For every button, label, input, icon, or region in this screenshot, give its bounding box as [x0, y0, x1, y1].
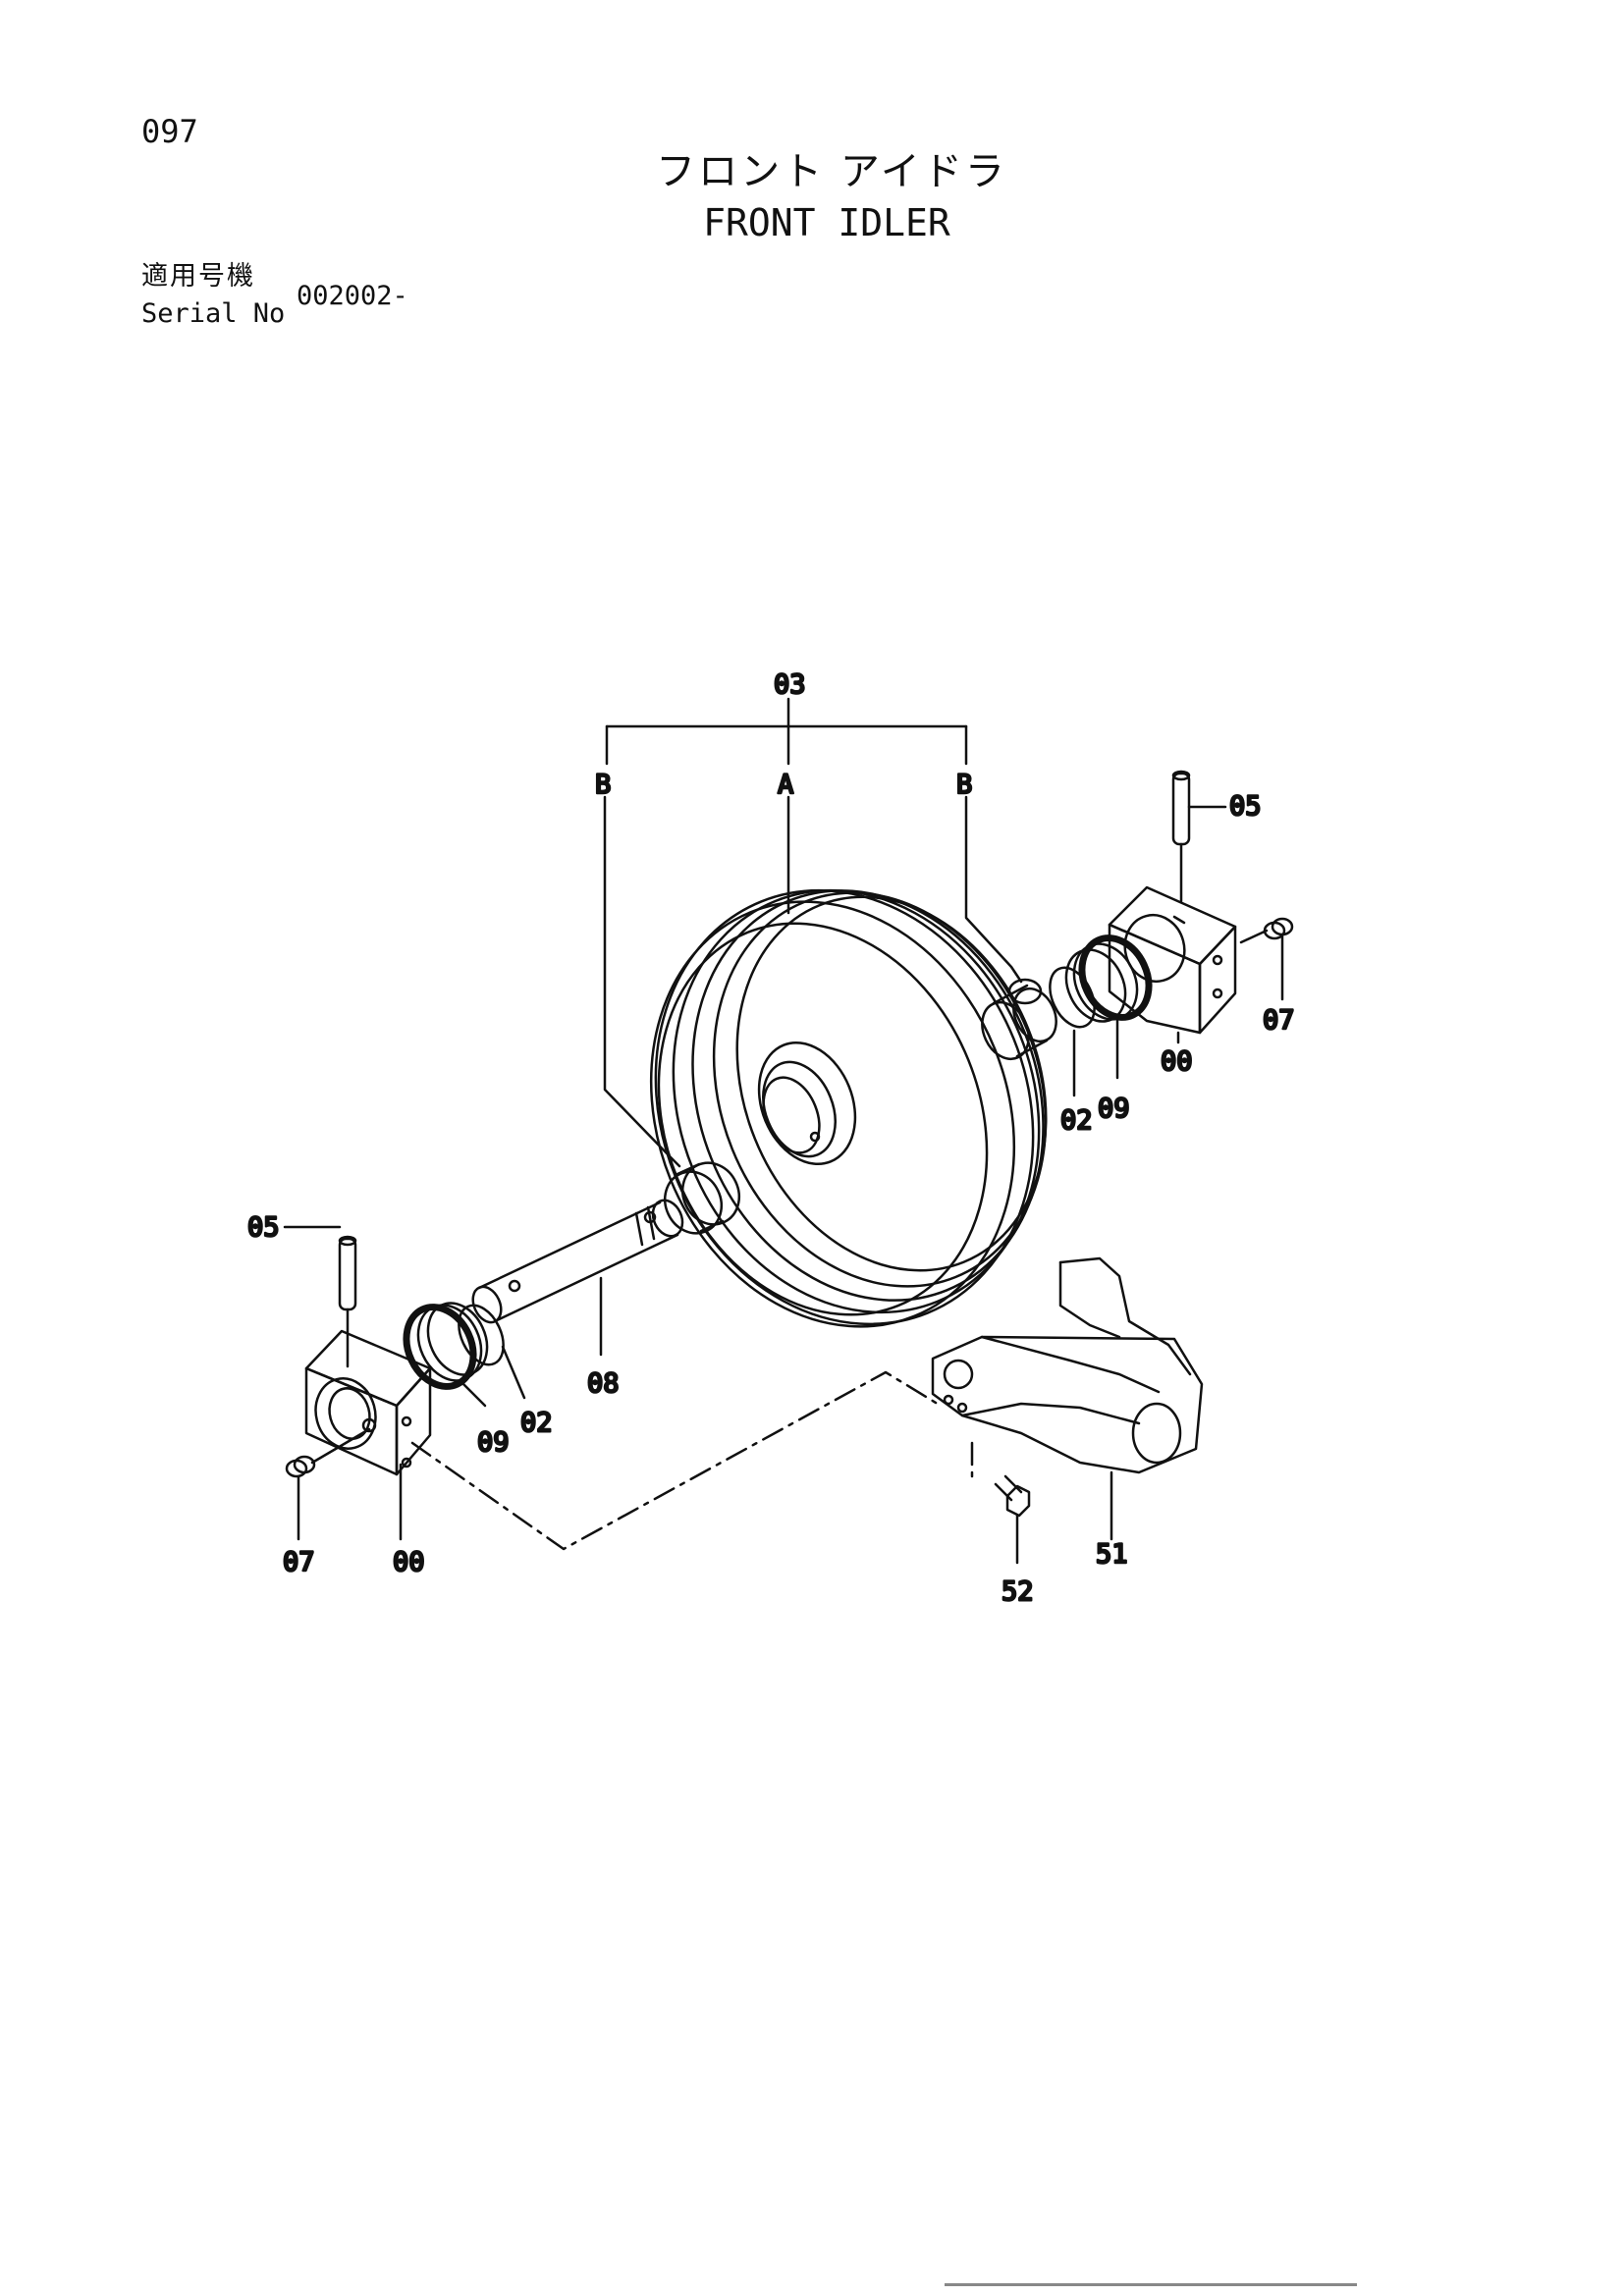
- right-o-ring: [1049, 966, 1096, 1029]
- callout-51: 51: [1096, 1539, 1128, 1570]
- serial-label-english: Serial No: [141, 298, 286, 329]
- right-set-screw: [1239, 917, 1294, 1001]
- callout-05-right: 05: [1229, 791, 1262, 822]
- callout-02-right: 02: [1060, 1105, 1093, 1136]
- assembly-centerline: [410, 1370, 974, 1551]
- left-bracket-housing: [304, 1329, 432, 1476]
- left-pin: [283, 1225, 357, 1368]
- serial-label-japanese: 適用号機: [141, 261, 255, 292]
- callout-03: 03: [774, 669, 806, 700]
- idler-wheel: [649, 888, 1048, 1328]
- callout-52: 52: [1001, 1576, 1034, 1607]
- right-collar: [981, 978, 1057, 1060]
- callout-a: A: [778, 770, 793, 800]
- callout-07-left: 07: [283, 1547, 315, 1577]
- callout-07-right: 07: [1263, 1005, 1295, 1036]
- right-bracket-housing: [1108, 885, 1237, 1035]
- callout-05-left: 05: [247, 1212, 280, 1243]
- callout-leaders: [399, 1019, 1180, 1541]
- callout-08: 08: [587, 1368, 620, 1399]
- callout-b-left: B: [595, 770, 611, 800]
- callout-02-left: 02: [520, 1408, 553, 1438]
- callout-09-left: 09: [477, 1427, 510, 1458]
- right-pin: [1171, 770, 1227, 903]
- callout-b-right: B: [956, 770, 972, 800]
- idler-shaft: [471, 1161, 741, 1324]
- idler-yoke: [931, 1256, 1204, 1541]
- left-set-screw: [285, 1427, 371, 1541]
- callout-00-right: 00: [1161, 1046, 1193, 1077]
- page-number: 097: [141, 113, 198, 150]
- callout-09-right: 09: [1098, 1094, 1130, 1124]
- serial-number-value: 002002-: [297, 281, 408, 311]
- left-floating-seal: [403, 1302, 489, 1390]
- page-title-japanese: フロント アイドラ: [656, 149, 1007, 194]
- yoke-bolt: [994, 1474, 1031, 1565]
- left-o-ring: [458, 1304, 505, 1366]
- page-title-english: FRONT IDLER: [703, 201, 950, 244]
- callout-bracket-03: [603, 697, 1023, 1168]
- callout-00-left: 00: [393, 1547, 425, 1577]
- footer-rule: [945, 2283, 1357, 2286]
